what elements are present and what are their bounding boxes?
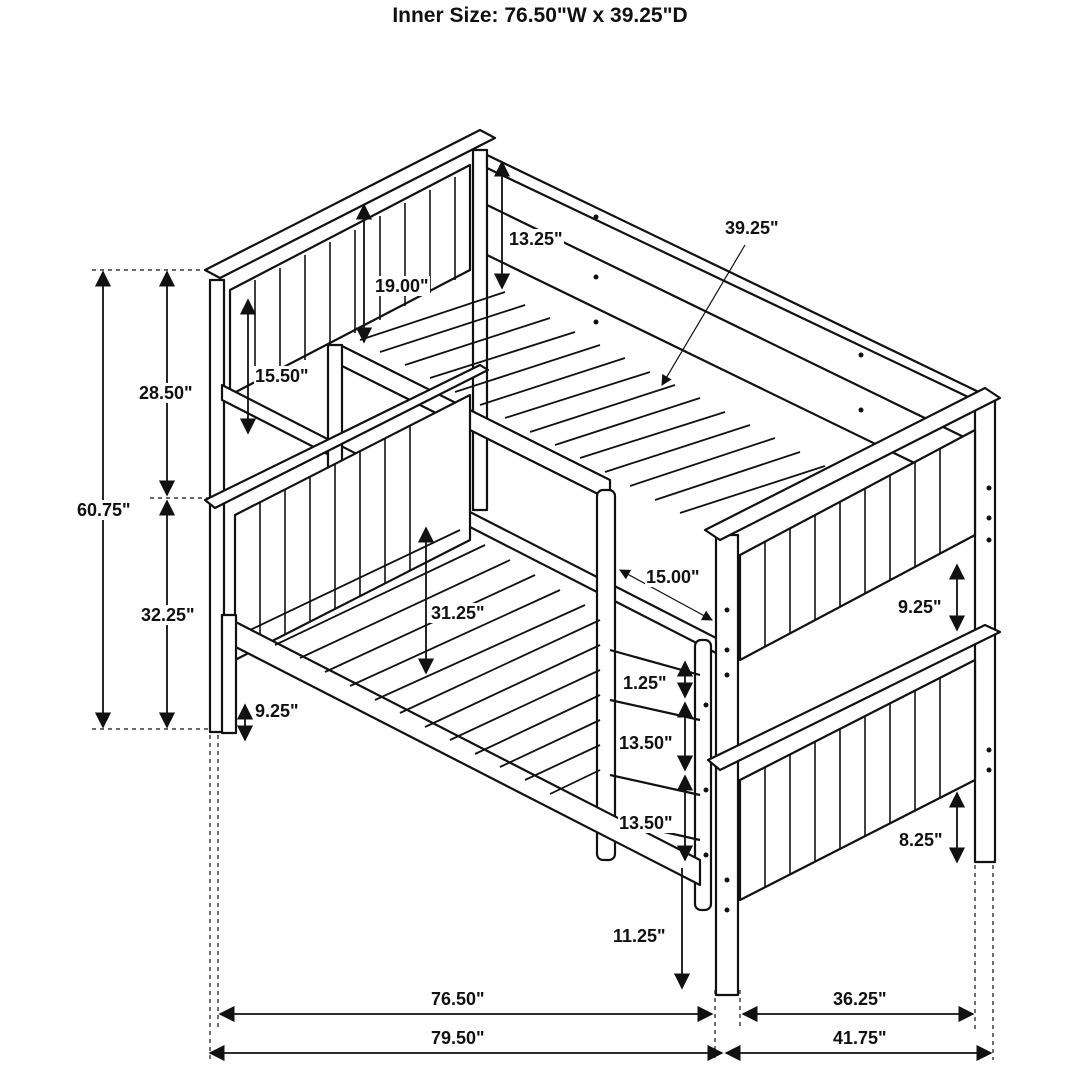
label-overall-height: 60.75" [76, 500, 132, 520]
diagram-title: Inner Size: 76.50"W x 39.25"D [392, 4, 688, 27]
label-guardrail-height: 15.50" [254, 366, 310, 386]
dimension-lines [92, 160, 994, 1062]
label-ladder-bottom: 11.25" [612, 926, 667, 946]
label-ladder-step-1: 13.50" [618, 733, 674, 753]
label-upper-bunk-height: 28.50" [138, 383, 194, 403]
label-inner-depth: 39.25" [724, 218, 780, 238]
label-footboard-rail-upper: 9.25" [897, 597, 943, 617]
label-ladder-offset: 15.00" [645, 567, 701, 587]
label-overall-width: 41.75" [833, 1028, 887, 1048]
label-rail-clearance: 13.25" [508, 229, 564, 249]
label-footboard-rail-lower: 8.25" [898, 830, 944, 850]
label-inner-width: 36.25" [833, 989, 887, 1009]
label-lower-leg-clearance: 9.25" [254, 701, 300, 721]
label-ladder-step-2: 13.50" [618, 813, 674, 833]
label-lower-bunk-clearance: 31.25" [430, 603, 486, 623]
label-lower-bunk-height: 32.25" [140, 605, 196, 625]
label-ladder-top-gap: 1.25" [622, 673, 668, 693]
label-headboard-upper: 19.00" [374, 276, 430, 296]
bed-frame [203, 128, 1002, 997]
label-inner-length: 76.50" [431, 989, 485, 1009]
label-overall-length: 79.50" [431, 1028, 485, 1048]
